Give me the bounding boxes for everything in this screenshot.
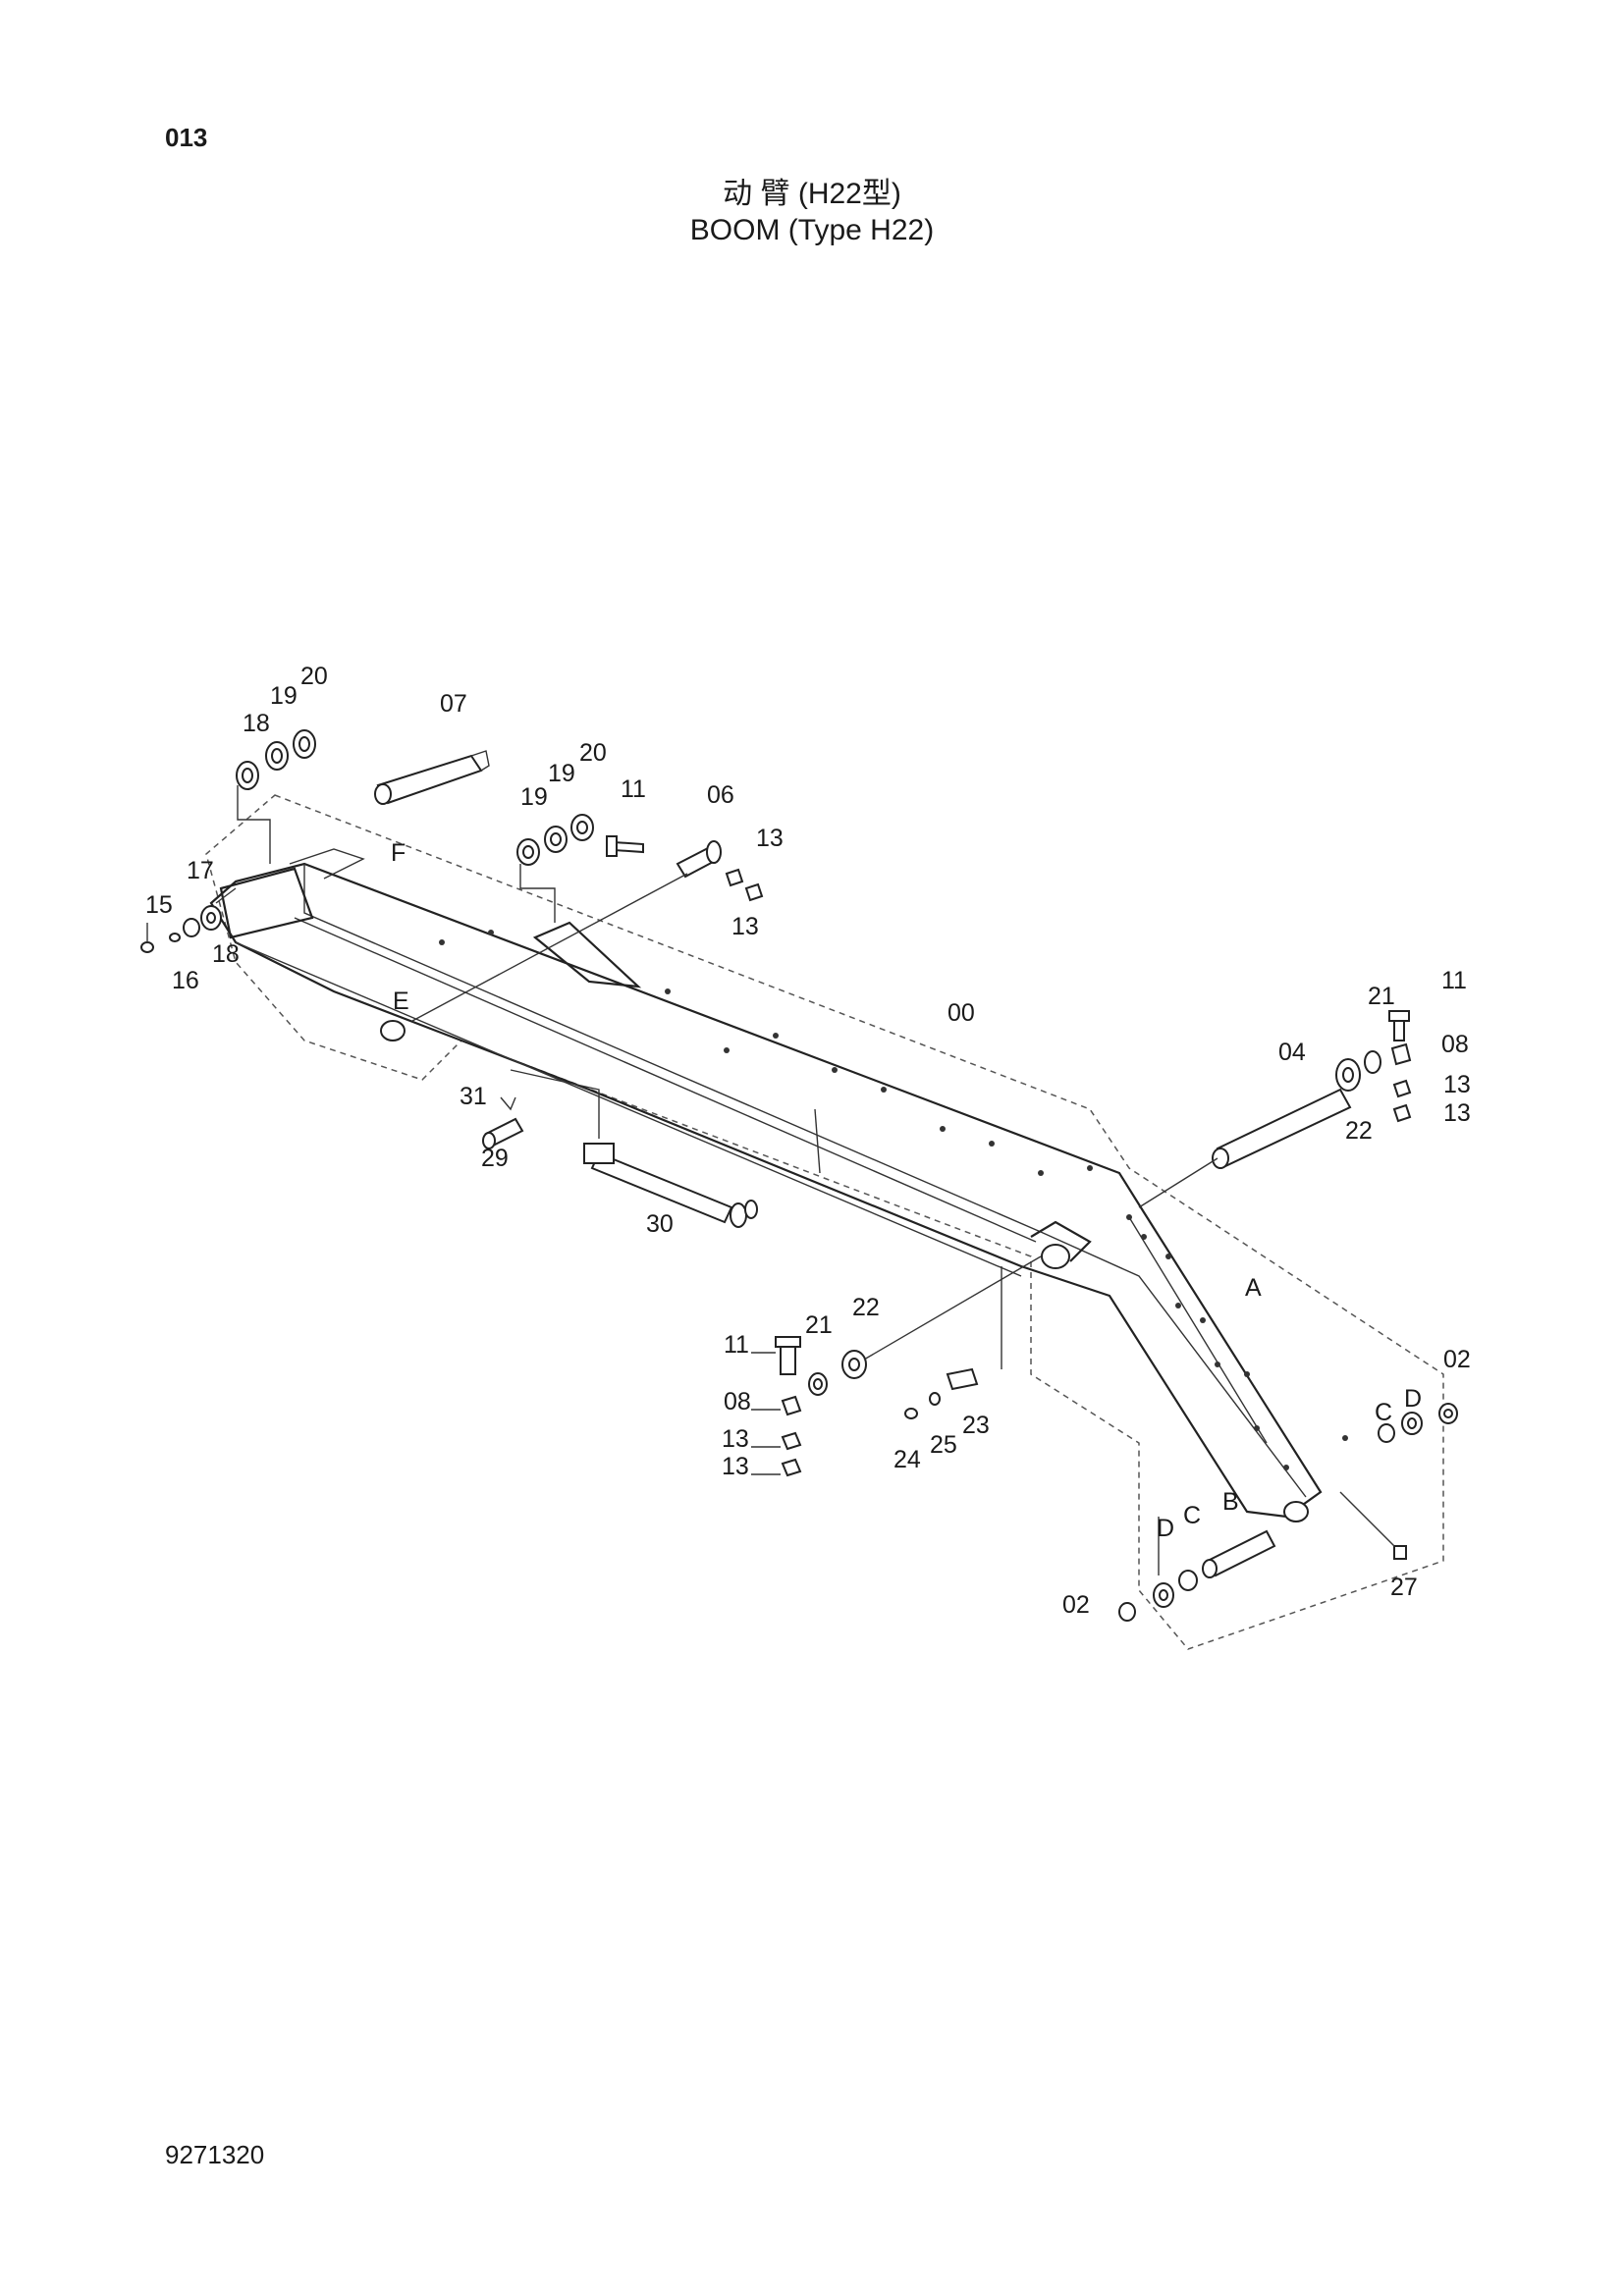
- callout-c-08b: 08: [724, 1388, 751, 1415]
- hardware-foot-left: [751, 1255, 1042, 1477]
- callout-c-17: 17: [187, 857, 214, 884]
- callout-c-13e: 13: [722, 1425, 749, 1453]
- callout-c-13a: 13: [756, 825, 784, 852]
- callout-c-06: 06: [707, 781, 734, 809]
- pin-29: [482, 1096, 524, 1149]
- pin-04: [1138, 1010, 1412, 1208]
- callout-c-16: 16: [172, 967, 199, 994]
- callout-c-11b: 11: [1441, 967, 1467, 994]
- callout-c-02b: 02: [1062, 1591, 1090, 1619]
- callout-c-31: 31: [460, 1083, 487, 1110]
- callout-c-19c: 19: [520, 783, 548, 811]
- boom-body: [209, 848, 1323, 1522]
- bolt-11-pin-06: [411, 835, 764, 1022]
- callout-c-19b: 19: [548, 760, 575, 787]
- callout-c-23: 23: [962, 1412, 990, 1439]
- callout-c-08a: 08: [1441, 1031, 1469, 1058]
- callout-c-18a: 18: [243, 710, 270, 737]
- callout-c-24: 24: [893, 1446, 921, 1473]
- document-number: 9271320: [165, 2140, 265, 2169]
- group-boundary: [205, 794, 1444, 1650]
- hardware-23-24-25: [904, 1266, 1002, 1419]
- title-chinese: 动 臂 (H22型): [723, 178, 901, 210]
- callout-c-A: A: [1245, 1274, 1262, 1302]
- callout-c-18b: 18: [212, 940, 240, 968]
- pin-07: [374, 750, 490, 805]
- callout-c-02a: 02: [1443, 1346, 1471, 1373]
- hardware-foot-right: [1378, 1403, 1458, 1443]
- boom-rivets: [439, 930, 1348, 1470]
- callout-c-00: 00: [947, 999, 975, 1027]
- callout-c-19a: 19: [270, 682, 298, 710]
- callout-c-Ca: C: [1375, 1399, 1392, 1426]
- callout-c-20a: 20: [300, 663, 328, 690]
- callout-c-Db: D: [1157, 1515, 1174, 1542]
- pin-B-bushings: [1118, 1491, 1407, 1622]
- callout-c-13f: 13: [722, 1453, 749, 1480]
- title-english: BOOM (Type H22): [689, 214, 935, 246]
- callout-c-Da: D: [1404, 1385, 1422, 1413]
- callout-c-29: 29: [481, 1145, 509, 1172]
- callout-c-30: 30: [646, 1210, 674, 1238]
- callout-c-22a: 22: [1345, 1117, 1373, 1145]
- callout-c-21b: 21: [805, 1311, 833, 1339]
- callout-c-07: 07: [440, 690, 467, 718]
- callout-c-B: B: [1222, 1488, 1239, 1516]
- callout-c-11a: 11: [621, 775, 646, 803]
- callout-c-E: E: [393, 988, 409, 1015]
- callout-c-21a: 21: [1368, 983, 1395, 1010]
- callout-c-11c: 11: [724, 1331, 749, 1359]
- washers-19-19-20-mid: [516, 814, 594, 923]
- callout-c-27: 27: [1390, 1574, 1418, 1601]
- cylinder-30: [510, 1069, 758, 1228]
- callout-c-13d: 13: [1443, 1099, 1471, 1127]
- callout-c-13c: 13: [1443, 1071, 1471, 1098]
- bushing-E: [380, 1020, 406, 1041]
- callout-c-20b: 20: [579, 739, 607, 767]
- callout-c-Cb: C: [1183, 1502, 1201, 1529]
- callout-c-25: 25: [930, 1431, 957, 1459]
- callout-c-15: 15: [145, 891, 173, 919]
- callout-c-F: F: [391, 839, 406, 867]
- washers-18-19-20-head: [236, 729, 316, 864]
- page-number: 013: [165, 123, 208, 152]
- callout-c-04: 04: [1278, 1039, 1306, 1066]
- callout-c-13b: 13: [731, 913, 759, 940]
- callout-c-22b: 22: [852, 1294, 880, 1321]
- hardware-15-16-17-18: [140, 887, 237, 953]
